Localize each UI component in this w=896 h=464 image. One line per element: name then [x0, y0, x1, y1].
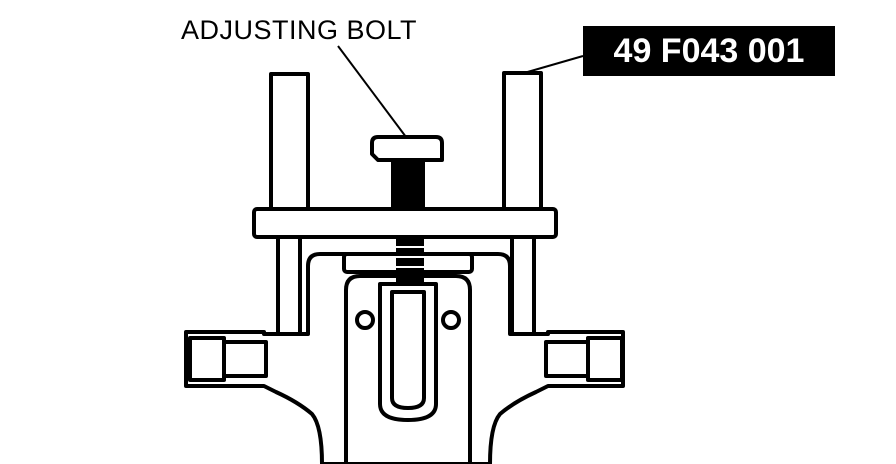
right-flange-bolt	[544, 340, 590, 378]
right-bearing-ball	[441, 310, 461, 330]
left-flange-bolt	[222, 340, 268, 378]
left-leg-lower	[276, 234, 302, 338]
adjusting-bolt-label: ADJUSTING BOLT	[181, 15, 418, 45]
bolt-shank	[391, 160, 425, 210]
left-bearing-ball	[355, 310, 375, 330]
bolt-thread	[396, 237, 424, 285]
puller-plate	[252, 207, 558, 239]
tool-number-label: 49 F043 001	[583, 26, 835, 76]
left-flange-nut	[188, 336, 226, 382]
tool-number-leader	[523, 55, 584, 74]
adjusting-bolt-leader	[337, 45, 407, 138]
bolt-head	[370, 135, 444, 162]
right-flange-nut	[586, 336, 624, 382]
left-leg	[269, 72, 310, 212]
inner-sleeve-inner	[390, 290, 426, 410]
right-leg-lower	[510, 234, 536, 338]
right-leg	[502, 71, 543, 212]
